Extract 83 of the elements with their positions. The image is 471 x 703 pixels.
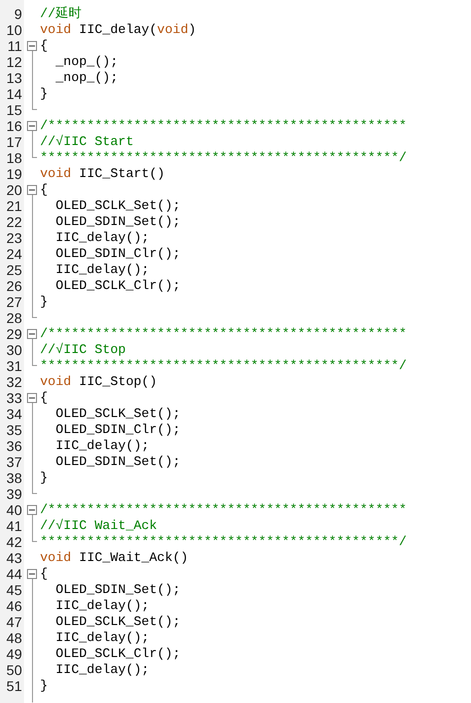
code-line: OLED_SCLK_Set(); — [56, 614, 180, 630]
line-number: 40 — [5, 502, 22, 518]
line-number: 46 — [5, 598, 22, 614]
line-number: 25 — [5, 262, 22, 278]
code-comment: /********************************************** — [40, 118, 407, 134]
line-number: 43 — [5, 550, 22, 566]
line-number: 37 — [5, 454, 22, 470]
code-line: OLED_SCLK_Set(); — [56, 198, 180, 214]
line-number: 33 — [5, 390, 22, 406]
line-number: 44 — [5, 566, 22, 582]
line-number: 28 — [5, 310, 22, 326]
line-number: 47 — [5, 614, 22, 630]
code-comment: //√IIC Stop — [40, 342, 126, 358]
code-line: _nop_(); — [56, 54, 118, 70]
line-number: 26 — [5, 278, 22, 294]
code-line: _nop_(); — [56, 70, 118, 86]
line-number: 35 — [5, 422, 22, 438]
line-number: 34 — [5, 406, 22, 422]
code-line: OLED_SDIN_Clr(); — [56, 246, 180, 262]
code-line: { — [40, 566, 48, 582]
code-comment: //延时 — [40, 6, 82, 22]
line-number: 16 — [5, 118, 22, 134]
line-number: 50 — [5, 662, 22, 678]
code-line: IIC_delay(); — [56, 230, 150, 246]
code-line: { — [40, 390, 48, 406]
code-line: { — [40, 38, 48, 54]
code-line: IIC_delay(); — [56, 438, 150, 454]
code-line: IIC_delay(); — [56, 662, 150, 678]
line-number: 29 — [5, 326, 22, 342]
code-line: void IIC_delay(void) — [40, 22, 196, 38]
line-number: 14 — [5, 86, 22, 102]
code-line: void IIC_Wait_Ack() — [40, 550, 188, 566]
code-line: void IIC_Start() — [40, 166, 165, 182]
line-number: 13 — [5, 70, 22, 86]
line-number: 20 — [5, 182, 22, 198]
line-number: 49 — [5, 646, 22, 662]
line-number: 39 — [5, 486, 22, 502]
code-line: IIC_delay(); — [56, 262, 150, 278]
line-number: 11 — [6, 38, 22, 54]
code-line: } — [40, 678, 48, 694]
line-number: 19 — [5, 166, 22, 182]
line-number: 15 — [5, 102, 22, 118]
line-number: 23 — [5, 230, 22, 246]
line-number: 30 — [5, 342, 22, 358]
line-number: 41 — [5, 518, 22, 534]
line-number: 22 — [5, 214, 22, 230]
line-number: 31 — [5, 358, 22, 374]
code-line: OLED_SDIN_Set(); — [56, 582, 180, 598]
code-comment: /********************************************** — [40, 502, 407, 518]
line-number: 10 — [5, 22, 22, 38]
code-line: OLED_SCLK_Clr(); — [56, 646, 180, 662]
code-line: OLED_SDIN_Set(); — [56, 214, 180, 230]
line-number: 9 — [13, 6, 22, 22]
code-line: IIC_delay(); — [56, 598, 150, 614]
line-number: 24 — [5, 246, 22, 262]
code-line: } — [40, 470, 48, 486]
code-comment: **********************************************/ — [40, 150, 407, 166]
line-number: 12 — [5, 54, 22, 70]
line-number: 21 — [5, 198, 22, 214]
line-number: 17 — [5, 134, 22, 150]
code-comment: /********************************************** — [40, 326, 407, 342]
code-line: } — [40, 86, 48, 102]
code-line: OLED_SDIN_Set(); — [56, 454, 180, 470]
line-number: 42 — [5, 534, 22, 550]
code-line: void IIC_Stop() — [40, 374, 158, 390]
code-comment: //√IIC Start — [40, 134, 134, 150]
line-number: 38 — [5, 470, 22, 486]
code-comment: **********************************************/ — [40, 358, 407, 374]
line-number: 45 — [5, 582, 22, 598]
line-number: 27 — [5, 294, 22, 310]
code-line: OLED_SDIN_Clr(); — [56, 422, 180, 438]
code-comment: **********************************************/ — [40, 534, 407, 550]
code-line: IIC_delay(); — [56, 630, 150, 646]
code-line: } — [40, 294, 48, 310]
code-comment: //√IIC Wait_Ack — [40, 518, 158, 534]
line-number: 32 — [5, 374, 22, 390]
code-line: { — [40, 182, 48, 198]
line-number: 36 — [5, 438, 22, 454]
code-line: OLED_SCLK_Clr(); — [56, 278, 180, 294]
line-number: 51 — [5, 678, 22, 694]
code-line: OLED_SCLK_Set(); — [56, 406, 180, 422]
line-number: 18 — [5, 150, 22, 166]
line-number: 48 — [5, 630, 22, 646]
